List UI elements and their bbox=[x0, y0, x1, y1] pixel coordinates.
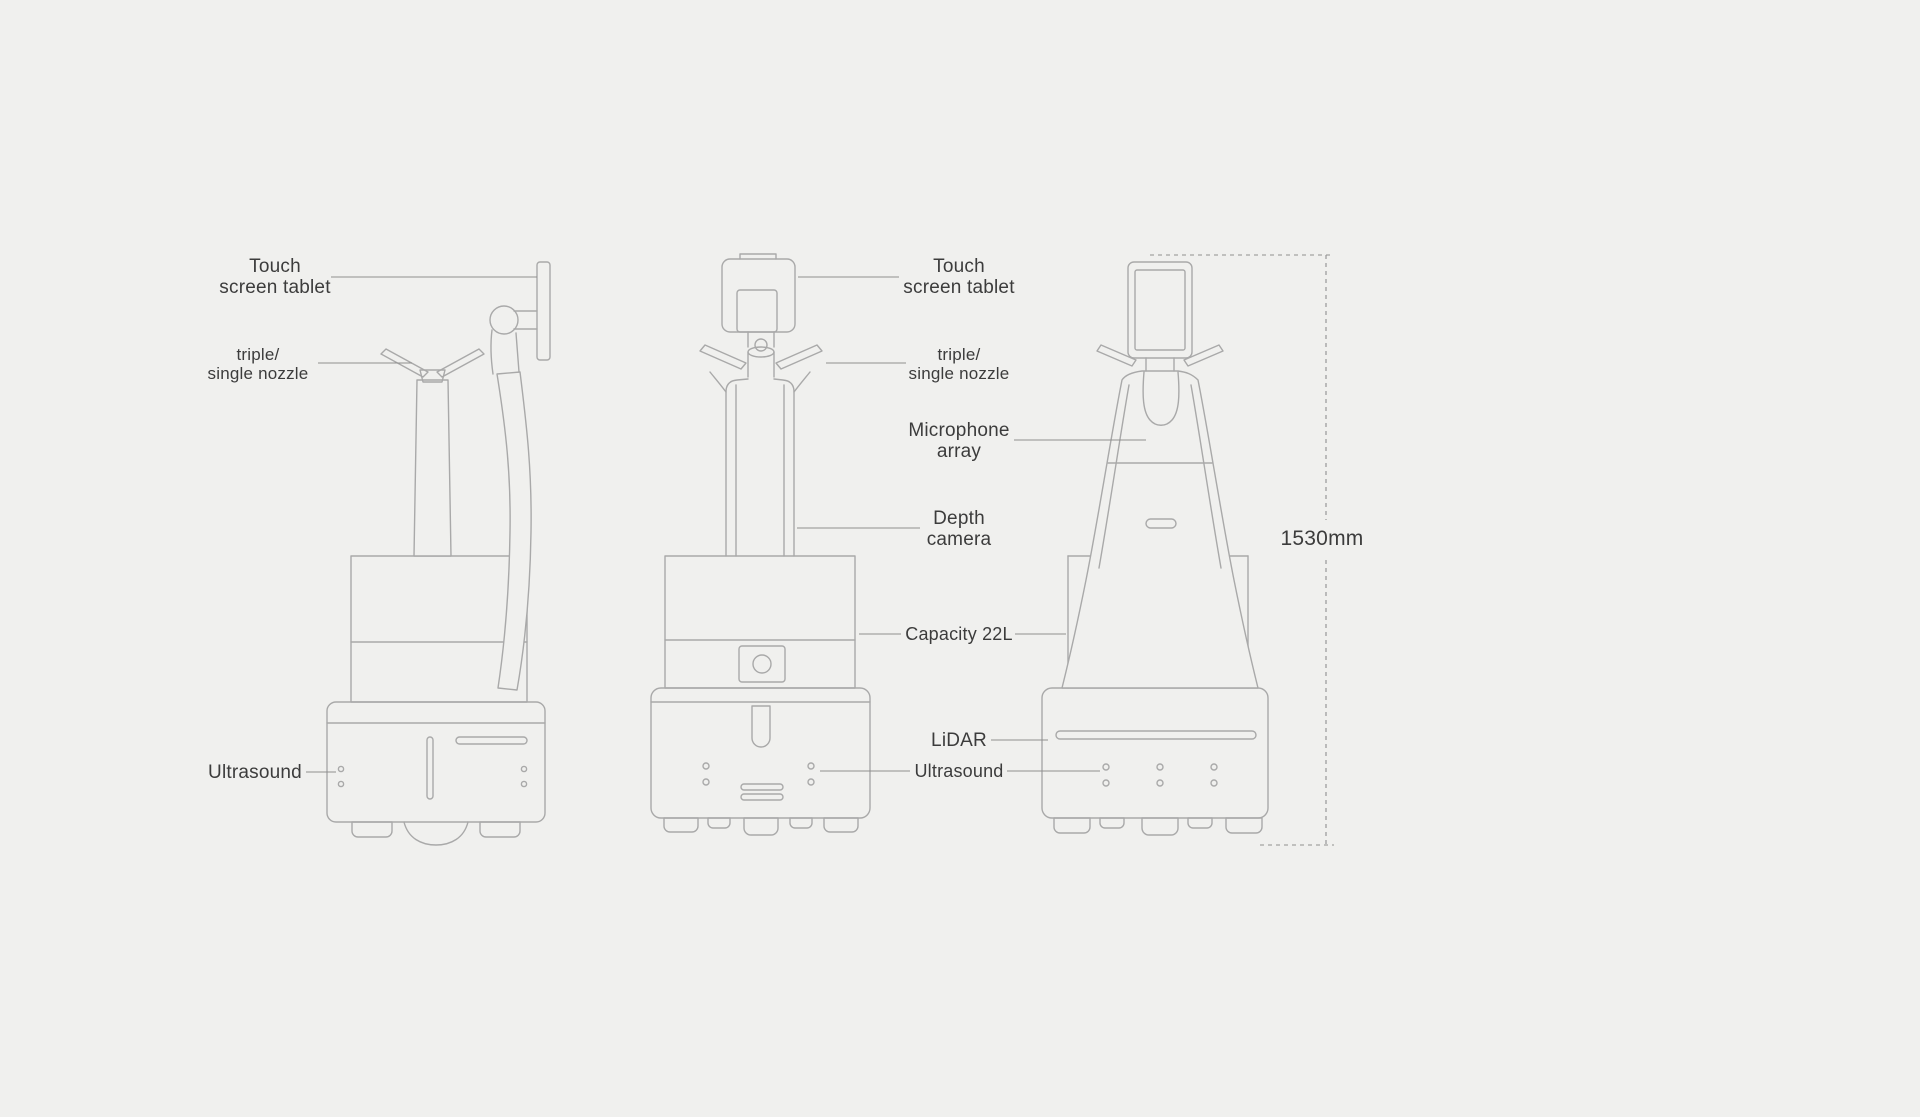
front-base bbox=[650, 687, 871, 819]
front-wheels bbox=[663, 817, 859, 836]
front-column bbox=[709, 371, 811, 557]
back-base bbox=[1041, 687, 1269, 819]
label-ultrasound-side: Ultrasound bbox=[208, 762, 302, 783]
label-lidar: LiDAR bbox=[931, 730, 987, 751]
back-wheels bbox=[1053, 817, 1263, 836]
label-capacity-22l: Capacity 22L bbox=[905, 624, 1013, 644]
back-nozzle bbox=[1096, 344, 1224, 367]
front-tank bbox=[664, 555, 856, 689]
side-ultrasound-dots bbox=[337, 765, 528, 788]
front-camera-lens bbox=[752, 654, 772, 674]
dimension-lines bbox=[1150, 254, 1334, 846]
back-shell-details bbox=[1098, 371, 1222, 569]
robot-back-view-drawing bbox=[1041, 261, 1269, 836]
back-sensor-slot bbox=[1145, 518, 1177, 529]
label-touch-screen-tablet-front: Touch screen tablet bbox=[903, 256, 1015, 298]
label-height-1530mm: 1530mm bbox=[1280, 527, 1364, 550]
label-touch-screen-tablet-side: Touch screen tablet bbox=[219, 256, 331, 298]
label-depth-camera: Depth camera bbox=[926, 508, 992, 550]
side-base bbox=[326, 701, 546, 823]
side-tablet bbox=[489, 261, 551, 375]
front-tablet bbox=[721, 253, 796, 348]
back-lidar-slot bbox=[1055, 730, 1257, 740]
back-shell bbox=[1061, 370, 1259, 689]
side-nozzle bbox=[380, 348, 485, 383]
side-wheels bbox=[351, 821, 521, 846]
leader-lines bbox=[306, 276, 1146, 773]
robot-side-view-drawing bbox=[326, 261, 551, 846]
label-ultrasound-front: Ultrasound bbox=[914, 761, 1004, 781]
front-nozzle bbox=[699, 338, 823, 378]
back-ultrasound-dots bbox=[1102, 763, 1218, 787]
front-ultrasound-dots bbox=[702, 762, 815, 786]
robot-front-view-drawing bbox=[650, 253, 871, 836]
label-triple-single-nozzle-side: triple/ single nozzle bbox=[207, 345, 309, 383]
label-microphone-array: Microphone array bbox=[908, 420, 1010, 462]
side-column bbox=[413, 379, 452, 557]
side-hose bbox=[496, 371, 532, 691]
back-tablet bbox=[1127, 261, 1193, 372]
label-triple-single-nozzle-front: triple/ single nozzle bbox=[908, 345, 1010, 383]
